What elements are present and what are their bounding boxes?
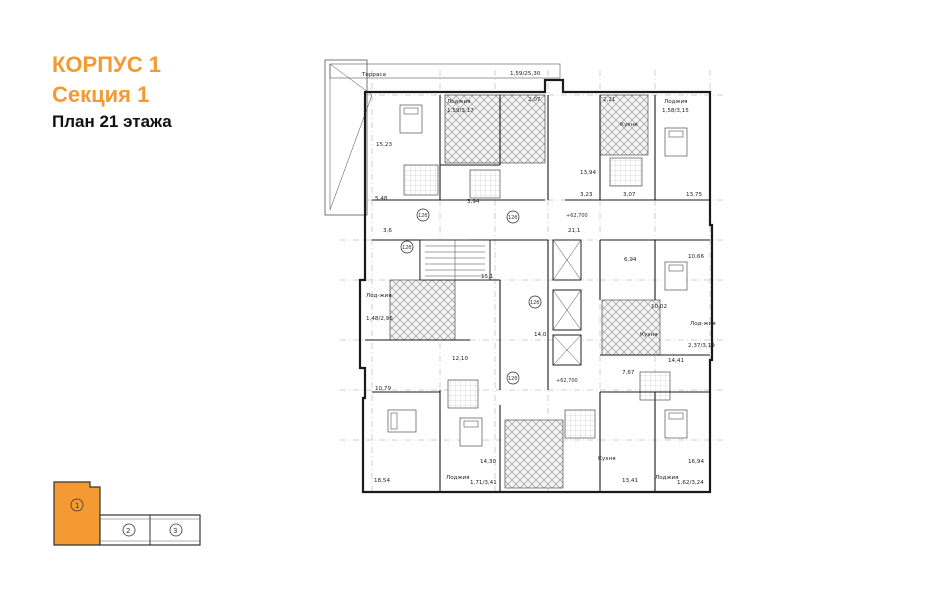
- label-18-54: 18,54: [374, 478, 390, 484]
- label-loggia-b-area: 1,58/3,15: [662, 108, 689, 114]
- label-15-1: 15,1: [481, 274, 494, 280]
- hatched-zones: [389, 94, 671, 489]
- label-6-94: 6,94: [624, 257, 637, 263]
- label-kitchen-mid: Кухня: [640, 332, 658, 338]
- label-loggia-a-area: 1,59/3,17: [447, 108, 474, 114]
- label-15-23: 15,23: [376, 142, 392, 148]
- label-level-62700-b: +62,700: [556, 378, 578, 384]
- label-2-07: 2,07: [528, 97, 541, 103]
- label-10-66: 10,66: [688, 254, 704, 260]
- label-loggia-b: Лоджия: [664, 99, 688, 105]
- marker-label: 12б: [508, 376, 517, 382]
- label-13-75: 13,75: [686, 192, 702, 198]
- label-loggia-c-area: 1,71/3,41: [470, 480, 497, 486]
- label-14-0: 14,0: [534, 332, 547, 338]
- label-5-48: 5,48: [375, 196, 388, 202]
- section-title: Секция 1: [52, 82, 150, 107]
- label-14-30: 14,30: [480, 459, 496, 465]
- label-3-07: 3,07: [623, 192, 636, 198]
- label-3-94: 3,94: [467, 199, 480, 205]
- label-21-1: 21,1: [568, 228, 581, 234]
- label-loggia-d-area: 1,62/3,24: [677, 480, 704, 486]
- label-kitchen-bottom: Кухня: [598, 456, 616, 462]
- label-2-21: 2,21: [603, 97, 616, 103]
- plan-heading: КОРПУС 1 Секция 1 План 21 этажа: [52, 50, 172, 134]
- building-title: КОРПУС 1: [52, 52, 161, 77]
- marker-label: 12б: [402, 245, 411, 251]
- label-10-02: 10,02: [651, 304, 667, 310]
- label-13-94: 13,94: [580, 170, 596, 176]
- stairwell: [419, 239, 491, 281]
- label-3-6: 3,6: [383, 228, 392, 234]
- label-loggia-left-area: 1,48/2,96: [366, 316, 393, 322]
- circle-markers: 12б 12б 12б 12б 12б: [400, 208, 542, 385]
- label-7-67: 7,67: [622, 370, 635, 376]
- label-loggia-a: Лоджия: [447, 99, 471, 105]
- label-14-41: 14,41: [668, 358, 684, 364]
- label-loggia-d: Лоджия: [655, 475, 679, 481]
- floor-plan-title: План 21 этажа: [52, 112, 172, 131]
- marker-label: 12б: [530, 300, 539, 306]
- furniture: [387, 104, 688, 447]
- label-kitchen-top: Кухня: [620, 122, 638, 128]
- terrace: [324, 59, 561, 216]
- label-10-79: 10,79: [375, 386, 391, 392]
- label-12-10: 12,10: [452, 356, 468, 362]
- marker-label: 12б: [418, 213, 427, 219]
- label-13-41: 13,41: [622, 478, 638, 484]
- label-loggia-right: Лод-жия: [690, 321, 716, 327]
- interior-walls: [365, 95, 710, 492]
- label-level-62700: +62,700: [566, 213, 588, 219]
- outer-walls: [358, 78, 714, 494]
- label-terrace-area: 1,59/25,30: [510, 71, 541, 77]
- marker-label: 12б: [508, 215, 517, 221]
- label-3-23: 3,23: [580, 192, 593, 198]
- elevator-shafts: [552, 239, 582, 366]
- label-terrace: Терраса: [361, 72, 386, 78]
- label-loggia-right-area: 2,37/3,19: [688, 343, 715, 349]
- label-16-94: 16,94: [688, 459, 704, 465]
- label-loggia-c: Лоджия: [446, 475, 470, 481]
- area-labels: Терраса 1,59/25,30 Лоджия 1,59/3,17 Лодж…: [361, 71, 716, 486]
- label-loggia-left: Лод-жия: [366, 293, 392, 299]
